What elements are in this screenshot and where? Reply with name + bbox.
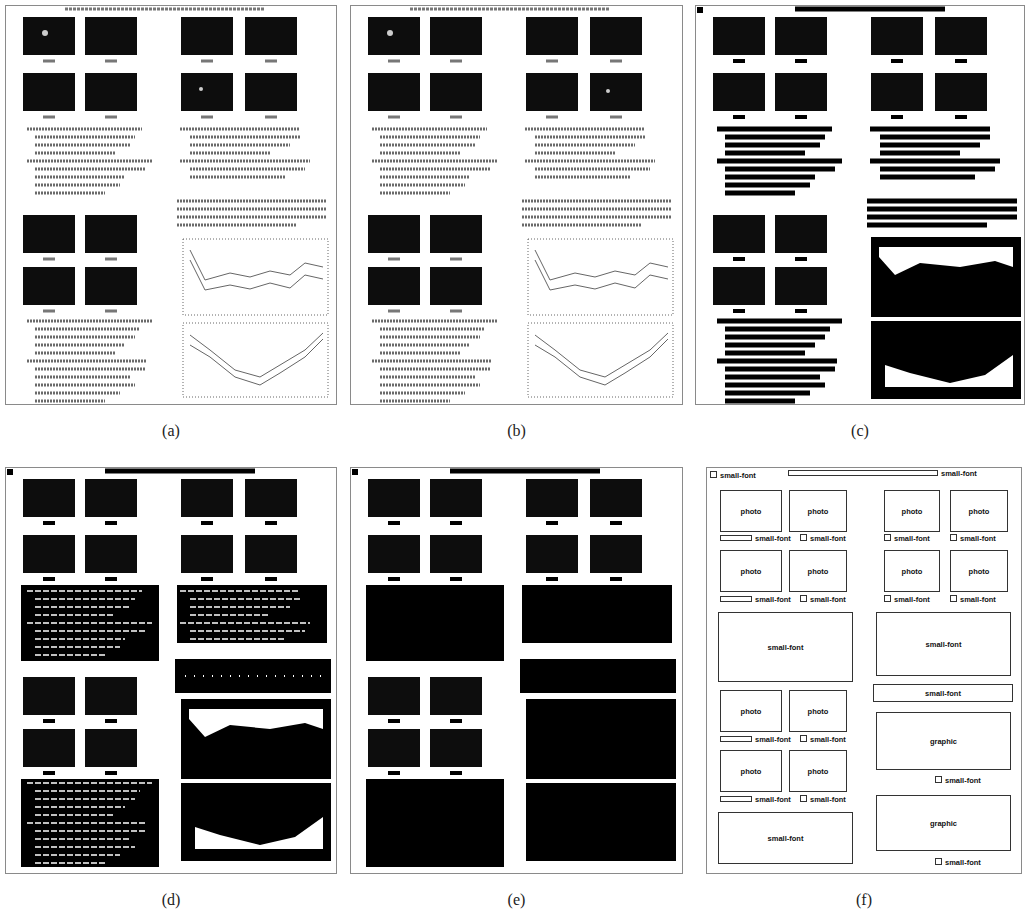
marker-label: small-font (755, 595, 791, 604)
marker-label: small-font (755, 735, 791, 744)
marker-label: small-font (810, 734, 846, 743)
legend-marker: small-font (950, 595, 957, 602)
region-box: small-font (876, 612, 1011, 676)
panel-caption: (b) (351, 422, 682, 440)
region-label: photo (902, 567, 923, 576)
region-label: graphic (930, 819, 957, 828)
region-label: small-font (768, 643, 804, 652)
region-label: small-font (768, 834, 804, 843)
region-box: photo (720, 750, 782, 792)
figure-panel: (f)small-fontsmall-fontphotophotophotoph… (706, 467, 1022, 874)
marker-label: small-font (941, 469, 977, 478)
region-box: graphic (876, 712, 1011, 770)
marker-label: small-font (960, 594, 996, 603)
region-box: photo (720, 690, 782, 732)
region-label: photo (808, 507, 829, 516)
figure-panel: (b) (350, 5, 683, 405)
legend-marker: small-font (800, 534, 807, 541)
region-box: photo (720, 550, 782, 592)
region-box: photo (789, 750, 847, 792)
region-box: photo (789, 690, 847, 732)
region-label: small-font (925, 689, 961, 698)
marker-label: small-font (755, 534, 791, 543)
region-label: photo (808, 767, 829, 776)
legend-marker: small-font (884, 595, 891, 602)
legend-marker: small-font (884, 534, 891, 541)
marker-label: small-font (810, 794, 846, 803)
marker-label: small-font (960, 533, 996, 542)
region-label: photo (741, 507, 762, 516)
legend-marker: small-font (720, 535, 752, 541)
legend-marker: small-font (788, 470, 938, 476)
region-box: photo (884, 550, 940, 592)
legend-marker: small-font (800, 795, 807, 802)
marker-label: small-font (810, 594, 846, 603)
marker-label: small-font (945, 775, 981, 784)
legend-marker: small-font (710, 471, 717, 478)
marker-label: small-font (894, 533, 930, 542)
region-box: photo (720, 490, 782, 532)
region-label: photo (741, 707, 762, 716)
region-label: photo (902, 507, 923, 516)
panel-caption: (c) (696, 422, 1024, 440)
marker-label: small-font (755, 795, 791, 804)
figure-panel: (c) (695, 5, 1025, 405)
region-box: small-font (718, 812, 853, 864)
legend-marker: small-font (950, 534, 957, 541)
marker-label: small-font (720, 470, 756, 479)
region-box: photo (950, 490, 1008, 532)
region-box: photo (789, 490, 847, 532)
region-label: small-font (926, 640, 962, 649)
region-label: graphic (930, 737, 957, 746)
marker-label: small-font (894, 594, 930, 603)
region-box: small-font (718, 612, 853, 682)
legend-marker: small-font (800, 735, 807, 742)
panel-caption: (a) (6, 422, 336, 440)
region-label: photo (969, 507, 990, 516)
marker-label: small-font (945, 857, 981, 866)
region-label: photo (808, 707, 829, 716)
marker-label: small-font (810, 533, 846, 542)
panel-caption: (f) (707, 891, 1021, 909)
legend-marker: small-font (935, 858, 942, 865)
region-label: photo (969, 567, 990, 576)
region-label: photo (808, 567, 829, 576)
legend-marker: small-font (720, 736, 752, 742)
legend-marker: small-font (720, 596, 752, 602)
legend-marker: small-font (720, 796, 752, 802)
region-label: photo (741, 767, 762, 776)
region-box: photo (884, 490, 940, 532)
figure-panel: (e) (350, 467, 683, 874)
panel-caption: (d) (6, 891, 336, 909)
figure-panel: (d) (5, 467, 337, 874)
region-label: photo (741, 567, 762, 576)
region-box: photo (950, 550, 1008, 592)
region-box: graphic (876, 795, 1011, 851)
region-box: small-font (873, 684, 1013, 702)
legend-marker: small-font (935, 776, 942, 783)
region-box: photo (789, 550, 847, 592)
panel-caption: (e) (351, 891, 682, 909)
figure-panel: (a) (5, 5, 337, 405)
legend-marker: small-font (800, 595, 807, 602)
